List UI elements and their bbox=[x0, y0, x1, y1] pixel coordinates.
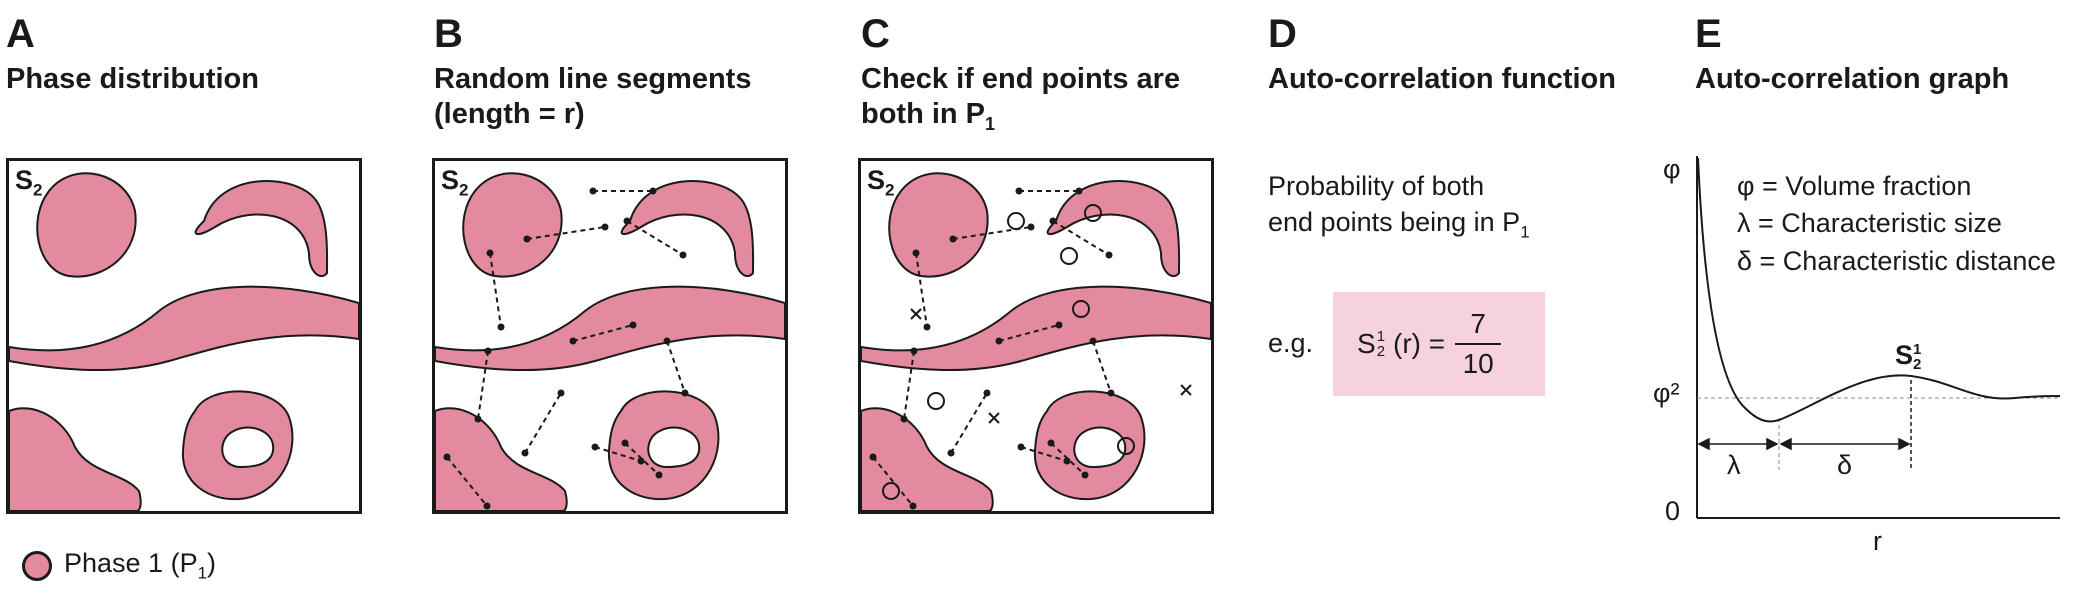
phase-distribution-box-a: S2 bbox=[6, 158, 362, 514]
box-label-s2: S2 bbox=[15, 165, 43, 200]
legend-characteristic-distance: δ = Characteristic distance bbox=[1737, 245, 2056, 276]
line-segments-box-b: S2 bbox=[432, 158, 788, 514]
panel-letter-b: B bbox=[434, 12, 463, 56]
title-line: Phase distribution bbox=[6, 63, 259, 95]
box-label-s2: S2 bbox=[441, 165, 469, 200]
endpoint-check-box-c: S2 bbox=[858, 158, 1214, 514]
description-line: Probability of both bbox=[1268, 171, 1485, 201]
fraction-numerator: 7 bbox=[1470, 308, 1486, 339]
legend-characteristic-size: λ = Characteristic size bbox=[1737, 208, 2002, 239]
lambda-arrow bbox=[1697, 437, 1779, 451]
panel-letter-e: E bbox=[1695, 12, 1722, 56]
legend-volume-fraction: φ = Volume fraction bbox=[1737, 171, 1972, 201]
autocorrelation-curve bbox=[1697, 157, 2061, 423]
title-line: Check if end points are bbox=[861, 63, 1181, 95]
graph-canvas bbox=[1696, 156, 2061, 519]
panel-title-b: Random line segments(length = r) bbox=[434, 62, 751, 133]
title-subscript: 1 bbox=[985, 114, 996, 135]
phase-swatch-icon bbox=[22, 550, 52, 581]
phase-shapes-c bbox=[861, 172, 1211, 511]
formula-func: S bbox=[1357, 328, 1376, 359]
graph-legend: φ = Volume fraction λ = Characteristic s… bbox=[1737, 168, 2056, 280]
panel-letter-d: D bbox=[1268, 12, 1297, 56]
fraction-bar bbox=[1455, 343, 1502, 345]
delta-arrow bbox=[1779, 437, 1911, 451]
formula-fraction: 7 10 bbox=[1455, 308, 1502, 380]
panel-title-e: Auto-correlation graph bbox=[1695, 62, 2009, 97]
title-line: Random line segments bbox=[434, 63, 752, 95]
title-line: Auto-correlation graph bbox=[1695, 63, 2010, 95]
panel-letter-a: A bbox=[6, 12, 35, 56]
phase-shapes-a bbox=[9, 172, 359, 511]
panel-letter-c: C bbox=[861, 12, 890, 56]
y-top-label: φ bbox=[1663, 154, 1681, 184]
lambda-label: λ bbox=[1727, 450, 1741, 480]
title-line: Auto-correlation function bbox=[1268, 63, 1616, 95]
autocorrelation-description: Probability of both end points being in … bbox=[1268, 168, 1530, 245]
panel-title-a: Phase distribution bbox=[6, 62, 259, 97]
phase-shapes-b bbox=[435, 172, 785, 511]
x-axis-label: r bbox=[1873, 526, 1882, 556]
panel-title-d: Auto-correlation function bbox=[1268, 62, 1616, 97]
title-line: (length = r) bbox=[434, 98, 585, 131]
title-line: both in P bbox=[861, 98, 986, 131]
description-subscript: 1 bbox=[1520, 222, 1530, 242]
y-zero-label: 0 bbox=[1665, 496, 1681, 526]
description-line: end points being in P bbox=[1268, 207, 1521, 238]
example-prefix: e.g. bbox=[1268, 328, 1314, 358]
y-mid-label: φ² bbox=[1653, 378, 1680, 408]
delta-label: δ bbox=[1837, 450, 1853, 480]
formula-arg: (r) = bbox=[1393, 328, 1446, 359]
phase-legend: Phase 1 (P1) bbox=[22, 548, 216, 583]
fraction-denominator: 10 bbox=[1462, 348, 1494, 379]
legend-label: Phase 1 (P1) bbox=[64, 548, 217, 583]
box-label-s2: S2 bbox=[867, 165, 895, 200]
